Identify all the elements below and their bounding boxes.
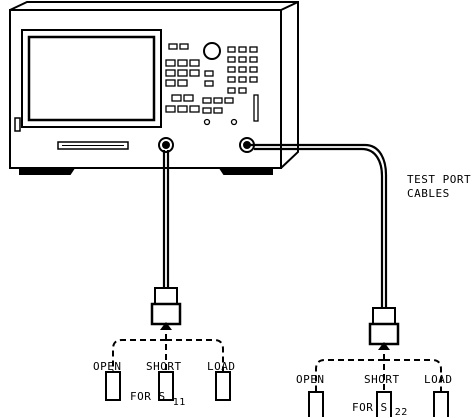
side-slot: [14, 117, 21, 132]
left-dashed-connections: [112, 324, 224, 372]
display-screen: [21, 29, 162, 128]
test-port-1: [158, 137, 174, 153]
network-analyzer: [9, 1, 299, 175]
left-arrow-icon: [160, 322, 172, 330]
left-standards: [105, 371, 231, 401]
right-arrow-icon: [378, 342, 390, 350]
front-panel-keys: [165, 43, 259, 122]
cables-label-line2: CABLES: [407, 187, 450, 200]
load-standard: [215, 371, 231, 401]
right-standards: [308, 391, 449, 417]
cables-label-line1: TEST PORT: [407, 173, 471, 186]
instrument-feet: [19, 167, 273, 175]
right-dashed-connections: [315, 344, 442, 392]
right-adapter: [368, 307, 400, 346]
rotary-knob: [203, 42, 221, 60]
test-port-cables: [162, 143, 388, 308]
short-standard: [376, 391, 392, 417]
short-standard: [158, 371, 174, 401]
indicator-led: [203, 118, 211, 126]
floppy-drive: [57, 141, 129, 150]
left-adapter: [150, 287, 182, 326]
indicator-led: [230, 118, 238, 126]
load-standard: [433, 391, 449, 417]
open-standard: [308, 391, 324, 417]
instrument-front-panel: [9, 9, 282, 169]
open-standard: [105, 371, 121, 401]
